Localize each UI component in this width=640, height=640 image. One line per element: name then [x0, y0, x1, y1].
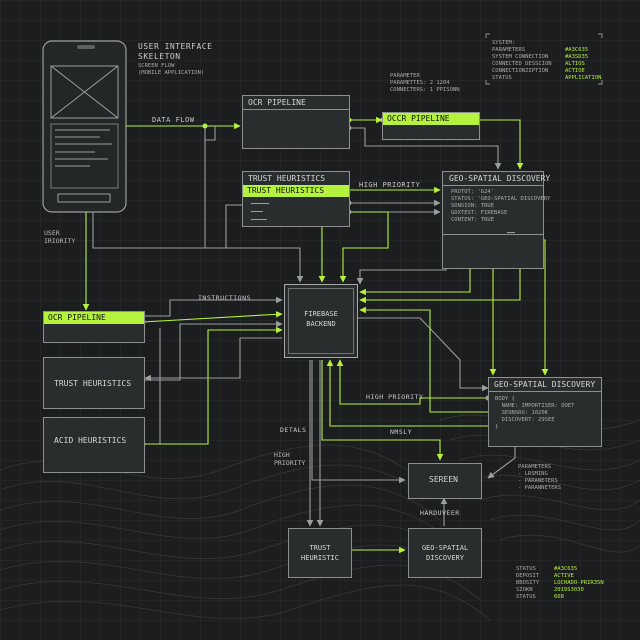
- label-instructions: INSTRUCTIONS: [198, 294, 251, 302]
- label-high-priority-top: HIGH PRIORITY: [359, 181, 421, 189]
- node-trust-heuristics-left[interactable]: TRUST HEURISTICS: [43, 357, 145, 409]
- node-trust-heuristic-bottom-title: TRUST HEURISTIC: [301, 544, 339, 562]
- edge-trustleft-firebase: [143, 320, 283, 381]
- label-high-priority-low: HIGH PRIORITY: [274, 451, 306, 467]
- node-trust-heuristics-top[interactable]: TRUST HEURISTICS TRUST HEURISTICS: [242, 171, 350, 227]
- ui-skeleton-subtitle: SCREEN FLOW (MOBILE APPLICATION): [138, 63, 205, 76]
- system-panel-values: #A3C635 #A3SD35 ALTIOS ACTIOE APPLICATIO…: [565, 47, 602, 81]
- node-firebase-backend[interactable]: FIREBASE BACKEND: [284, 284, 358, 358]
- edge-occr-geo: [479, 119, 524, 170]
- edge-trust-firebase: [225, 204, 242, 248]
- edge-leftocr-firebase2: [142, 311, 283, 323]
- node-acid-heuristics[interactable]: ACID HEURISTICS: [43, 417, 145, 473]
- node-geo-top-body: PROTOT: 'G24' STATUS: 'GEO-SPATIAL DISCO…: [451, 189, 551, 223]
- status-panel-values: #A3C635 ACTIVE LOCHADO-PRIR35N 2019S3030…: [554, 566, 604, 600]
- node-ocr-pipeline[interactable]: OCR PIPELINE: [242, 95, 350, 149]
- node-firebase-label: FIREBASE BACKEND: [304, 310, 338, 328]
- edge-acid-firebase2: [143, 326, 283, 445]
- edge-firebase-georight: [358, 317, 489, 392]
- label-harduveer: HARDUVEER: [420, 509, 460, 517]
- node-trust-heuristics-top-title: TRUST HEURISTICS: [248, 174, 326, 183]
- edge-trust-firebase3: [339, 211, 389, 283]
- edge-phone-firebase: [92, 212, 304, 283]
- node-screen-title: SEREEN: [429, 475, 458, 484]
- node-geo-bottom-title: GEO-SPATIAL DISCOVERY: [421, 544, 469, 562]
- corner-brackets: [485, 33, 603, 85]
- parameter-note: PARAMETER PARAMETTES: 2 1204 CONNECTERS:…: [390, 73, 460, 93]
- edge-geotop-firebase3: [359, 268, 521, 304]
- node-acid-heuristics-title: ACID HEURISTICS: [54, 436, 127, 445]
- ui-skeleton-title: USER INTERFACE SKELETON: [138, 42, 213, 61]
- node-geo-right-title: GEO-SPATIAL DISCOVERY: [494, 380, 596, 389]
- edge-leftocr-firebase: [143, 296, 283, 317]
- edge-georight-firebase2: [359, 306, 488, 413]
- node-occr-pipeline-title: OCCR PIPELINE: [383, 113, 479, 125]
- node-geo-spatial-right[interactable]: GEO-SPATIAL DISCOVERY BODY { NAME: IMPOR…: [488, 377, 602, 447]
- edge-georight-screen: [487, 446, 516, 479]
- label-nmsly: NMSLY: [390, 428, 413, 436]
- node-geo-spatial-bottom[interactable]: GEO-SPATIAL DISCOVERY: [408, 528, 482, 578]
- params-right: PARAMETERS - LRSMING - PARANETERS - PARA…: [518, 464, 562, 491]
- edge-firebase-trustleft: [144, 337, 282, 382]
- edge-ocr-geo: [349, 127, 502, 170]
- node-trust-heuristic-bottom[interactable]: TRUST HEURISTIC: [288, 528, 352, 578]
- edge-firebase-screen: [321, 360, 444, 461]
- node-ocr-pipeline-title: OCR PIPELINE: [248, 98, 306, 107]
- node-trust-heuristics-top-highlight: TRUST HEURISTICS: [243, 185, 349, 197]
- label-high-priority-mid: HIGH PRIORITY: [366, 393, 424, 401]
- status-panel-keys: STATUS DEPOSIT BBOSITY SZOKN STATUS: [516, 566, 540, 600]
- node-ocr-pipeline-left[interactable]: OCR PIPELINE: [43, 311, 145, 343]
- edge-georight-firebase3: [326, 359, 488, 427]
- node-geo-right-body: BODY { NAME: IMPORTISER: OOET SEONSRO: 1…: [495, 396, 575, 430]
- node-geo-top-title: GEO-SPATIAL DISCOVERY: [449, 174, 551, 183]
- label-user-priority: USER IRIORITY: [44, 229, 76, 245]
- node-ocr-pipeline-left-title: OCR PIPELINE: [44, 312, 144, 324]
- label-data-flow: DATA FLOW: [152, 116, 195, 124]
- phone-mockup: [42, 40, 127, 213]
- edge-firebase-screen2: [311, 360, 406, 484]
- node-geo-spatial-top[interactable]: GEO-SPATIAL DISCOVERY PROTOT: 'G24' STAT…: [442, 171, 550, 269]
- label-detals: DETALS: [280, 426, 307, 434]
- node-screen[interactable]: SEREEN: [408, 463, 482, 499]
- node-trust-heuristics-left-title: TRUST HEURISTICS: [54, 379, 132, 388]
- node-occr-pipeline[interactable]: OCCR PIPELINE: [382, 112, 480, 140]
- system-panel-keys: SYSTEM: PARAMETERS SYSTEM CONNECTION CON…: [492, 40, 552, 81]
- edge-ocr-return: [205, 126, 216, 141]
- edge-georight-firebase: [336, 359, 488, 405]
